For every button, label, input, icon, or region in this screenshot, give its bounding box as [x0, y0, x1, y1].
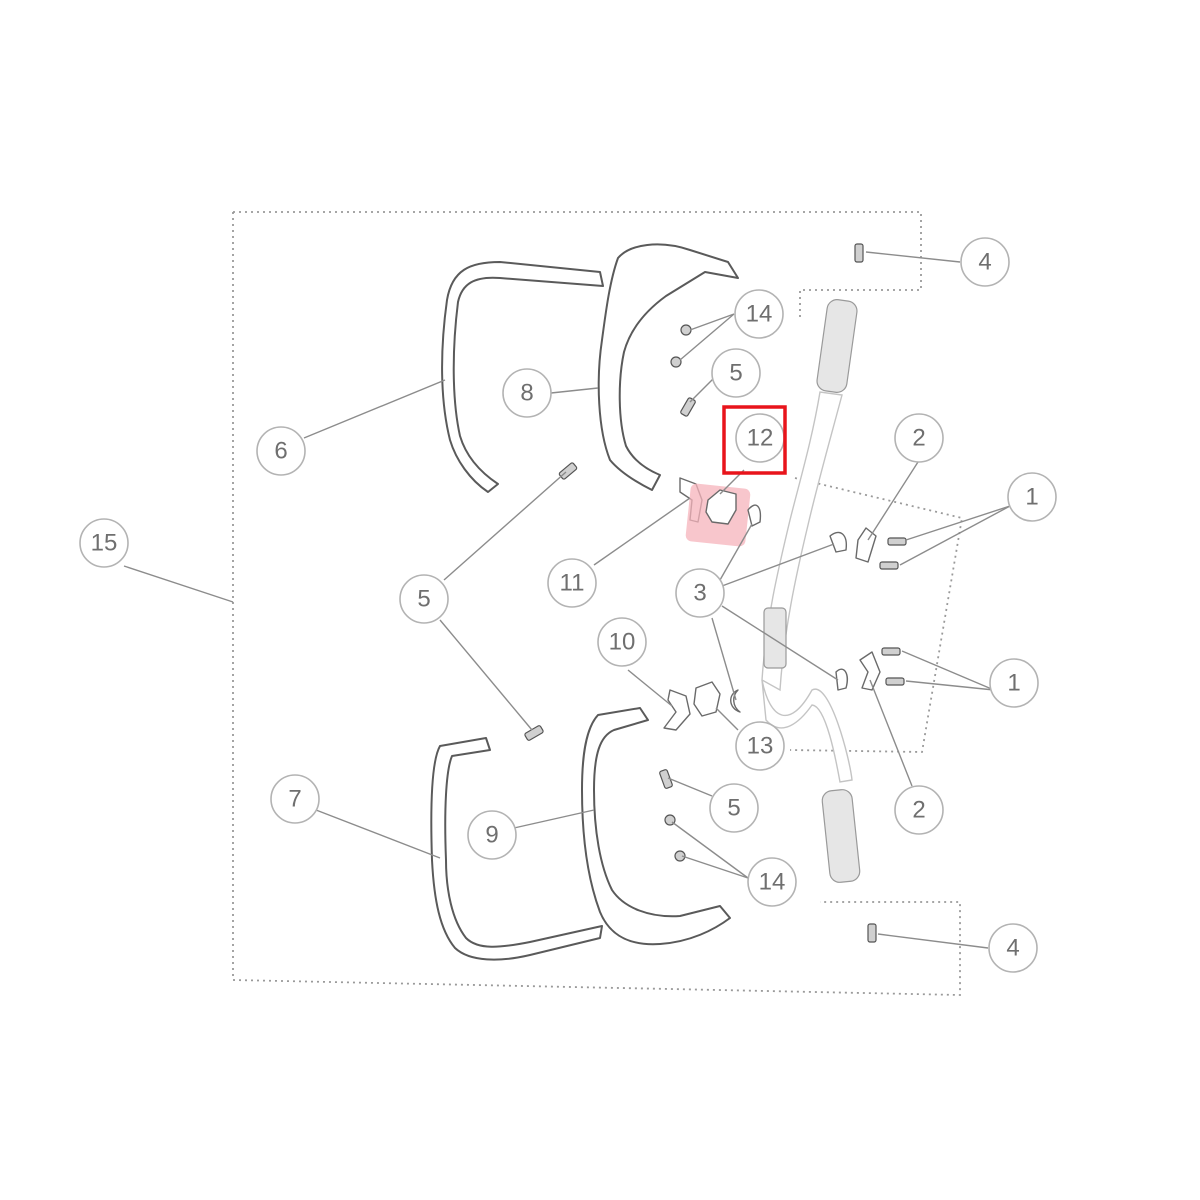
part-3-spacer-mid — [829, 531, 847, 553]
callout-6: 6 — [256, 426, 306, 476]
callout-11: 11 — [547, 558, 597, 608]
callout-15: 15 — [79, 518, 129, 568]
callout-3: 3 — [675, 568, 725, 618]
screw-5-left — [524, 725, 544, 741]
assembly-boundary-outer — [233, 211, 922, 320]
callout-7-label: 7 — [288, 786, 301, 813]
callout-1a: 1 — [1007, 472, 1057, 522]
part-3-spacer-lower — [835, 668, 848, 691]
nut-14-upper-a — [680, 324, 692, 336]
lower-grip — [821, 789, 861, 883]
screws — [524, 243, 907, 943]
part-3-spacer-moon — [730, 689, 741, 713]
callout-14b-label: 14 — [759, 869, 786, 896]
leader-lines — [123, 251, 1011, 949]
callout-5b-label: 5 — [417, 586, 430, 613]
callout-5b: 5 — [399, 574, 449, 624]
callout-2a-label: 2 — [912, 425, 925, 452]
bar-knurl — [763, 607, 787, 669]
screw-1-d — [885, 677, 905, 686]
callout-3-label: 3 — [693, 580, 706, 607]
nut-14-upper-b — [670, 356, 682, 368]
callout-4a: 4 — [960, 237, 1010, 287]
callout-4b: 4 — [988, 923, 1038, 973]
part-6-guard-bar — [441, 261, 604, 493]
screw-1-b — [879, 561, 899, 570]
callout-2a: 2 — [894, 413, 944, 463]
part-8-hand-guard — [597, 243, 739, 491]
handlebar — [761, 299, 861, 883]
part-9-hand-guard — [581, 707, 731, 946]
screw-1-a — [887, 537, 907, 546]
part-13-bracket — [693, 681, 721, 717]
screw-5-upper — [680, 397, 696, 417]
assembly-boundary-left — [232, 212, 961, 996]
callout-10: 10 — [597, 617, 647, 667]
callout-13: 13 — [735, 721, 785, 771]
callout-12: 12 — [735, 413, 785, 463]
highlight-box-callout-12 — [722, 405, 787, 475]
nut-14-lower-b — [674, 850, 686, 862]
part-10-clamp — [663, 689, 691, 731]
part-7-guard-bar — [430, 737, 603, 961]
callout-9-label: 9 — [485, 822, 498, 849]
callout-5c: 5 — [709, 783, 759, 833]
part-3-spacer-upper — [747, 504, 762, 527]
callout-14b: 14 — [747, 857, 797, 907]
screw-5-lower — [659, 769, 673, 789]
callout-11-label: 11 — [560, 570, 585, 597]
callout-10-label: 10 — [609, 629, 636, 656]
callout-1b-label: 1 — [1007, 670, 1020, 697]
callout-7: 7 — [270, 774, 320, 824]
callout-2b-label: 2 — [912, 797, 925, 824]
callout-5c-label: 5 — [727, 795, 740, 822]
callout-15-label: 15 — [91, 530, 118, 557]
callout-8: 8 — [502, 368, 552, 418]
callout-14a-label: 14 — [746, 301, 773, 328]
screw-4-lower — [867, 923, 877, 943]
callout-8-label: 8 — [520, 380, 533, 407]
callout-9: 9 — [467, 810, 517, 860]
upper-grip — [816, 299, 858, 393]
screw-4-upper — [854, 243, 864, 263]
handlebar-kit-boundary — [789, 477, 964, 753]
screw-5-mid — [558, 462, 578, 480]
callout-1b: 1 — [989, 658, 1039, 708]
screw-1-c — [881, 647, 901, 656]
callout-1a-label: 1 — [1025, 484, 1038, 511]
callout-2b: 2 — [894, 785, 944, 835]
callout-4a-label: 4 — [978, 249, 991, 276]
part-2-clamp-lower — [859, 651, 881, 691]
callout-6-label: 6 — [274, 438, 287, 465]
callout-5a: 5 — [711, 348, 761, 398]
callout-13-label: 13 — [747, 733, 774, 760]
callout-12-label: 12 — [747, 425, 774, 452]
callout-4b-label: 4 — [1006, 935, 1019, 962]
callout-14a: 14 — [734, 289, 784, 339]
callout-5a-label: 5 — [729, 360, 742, 387]
